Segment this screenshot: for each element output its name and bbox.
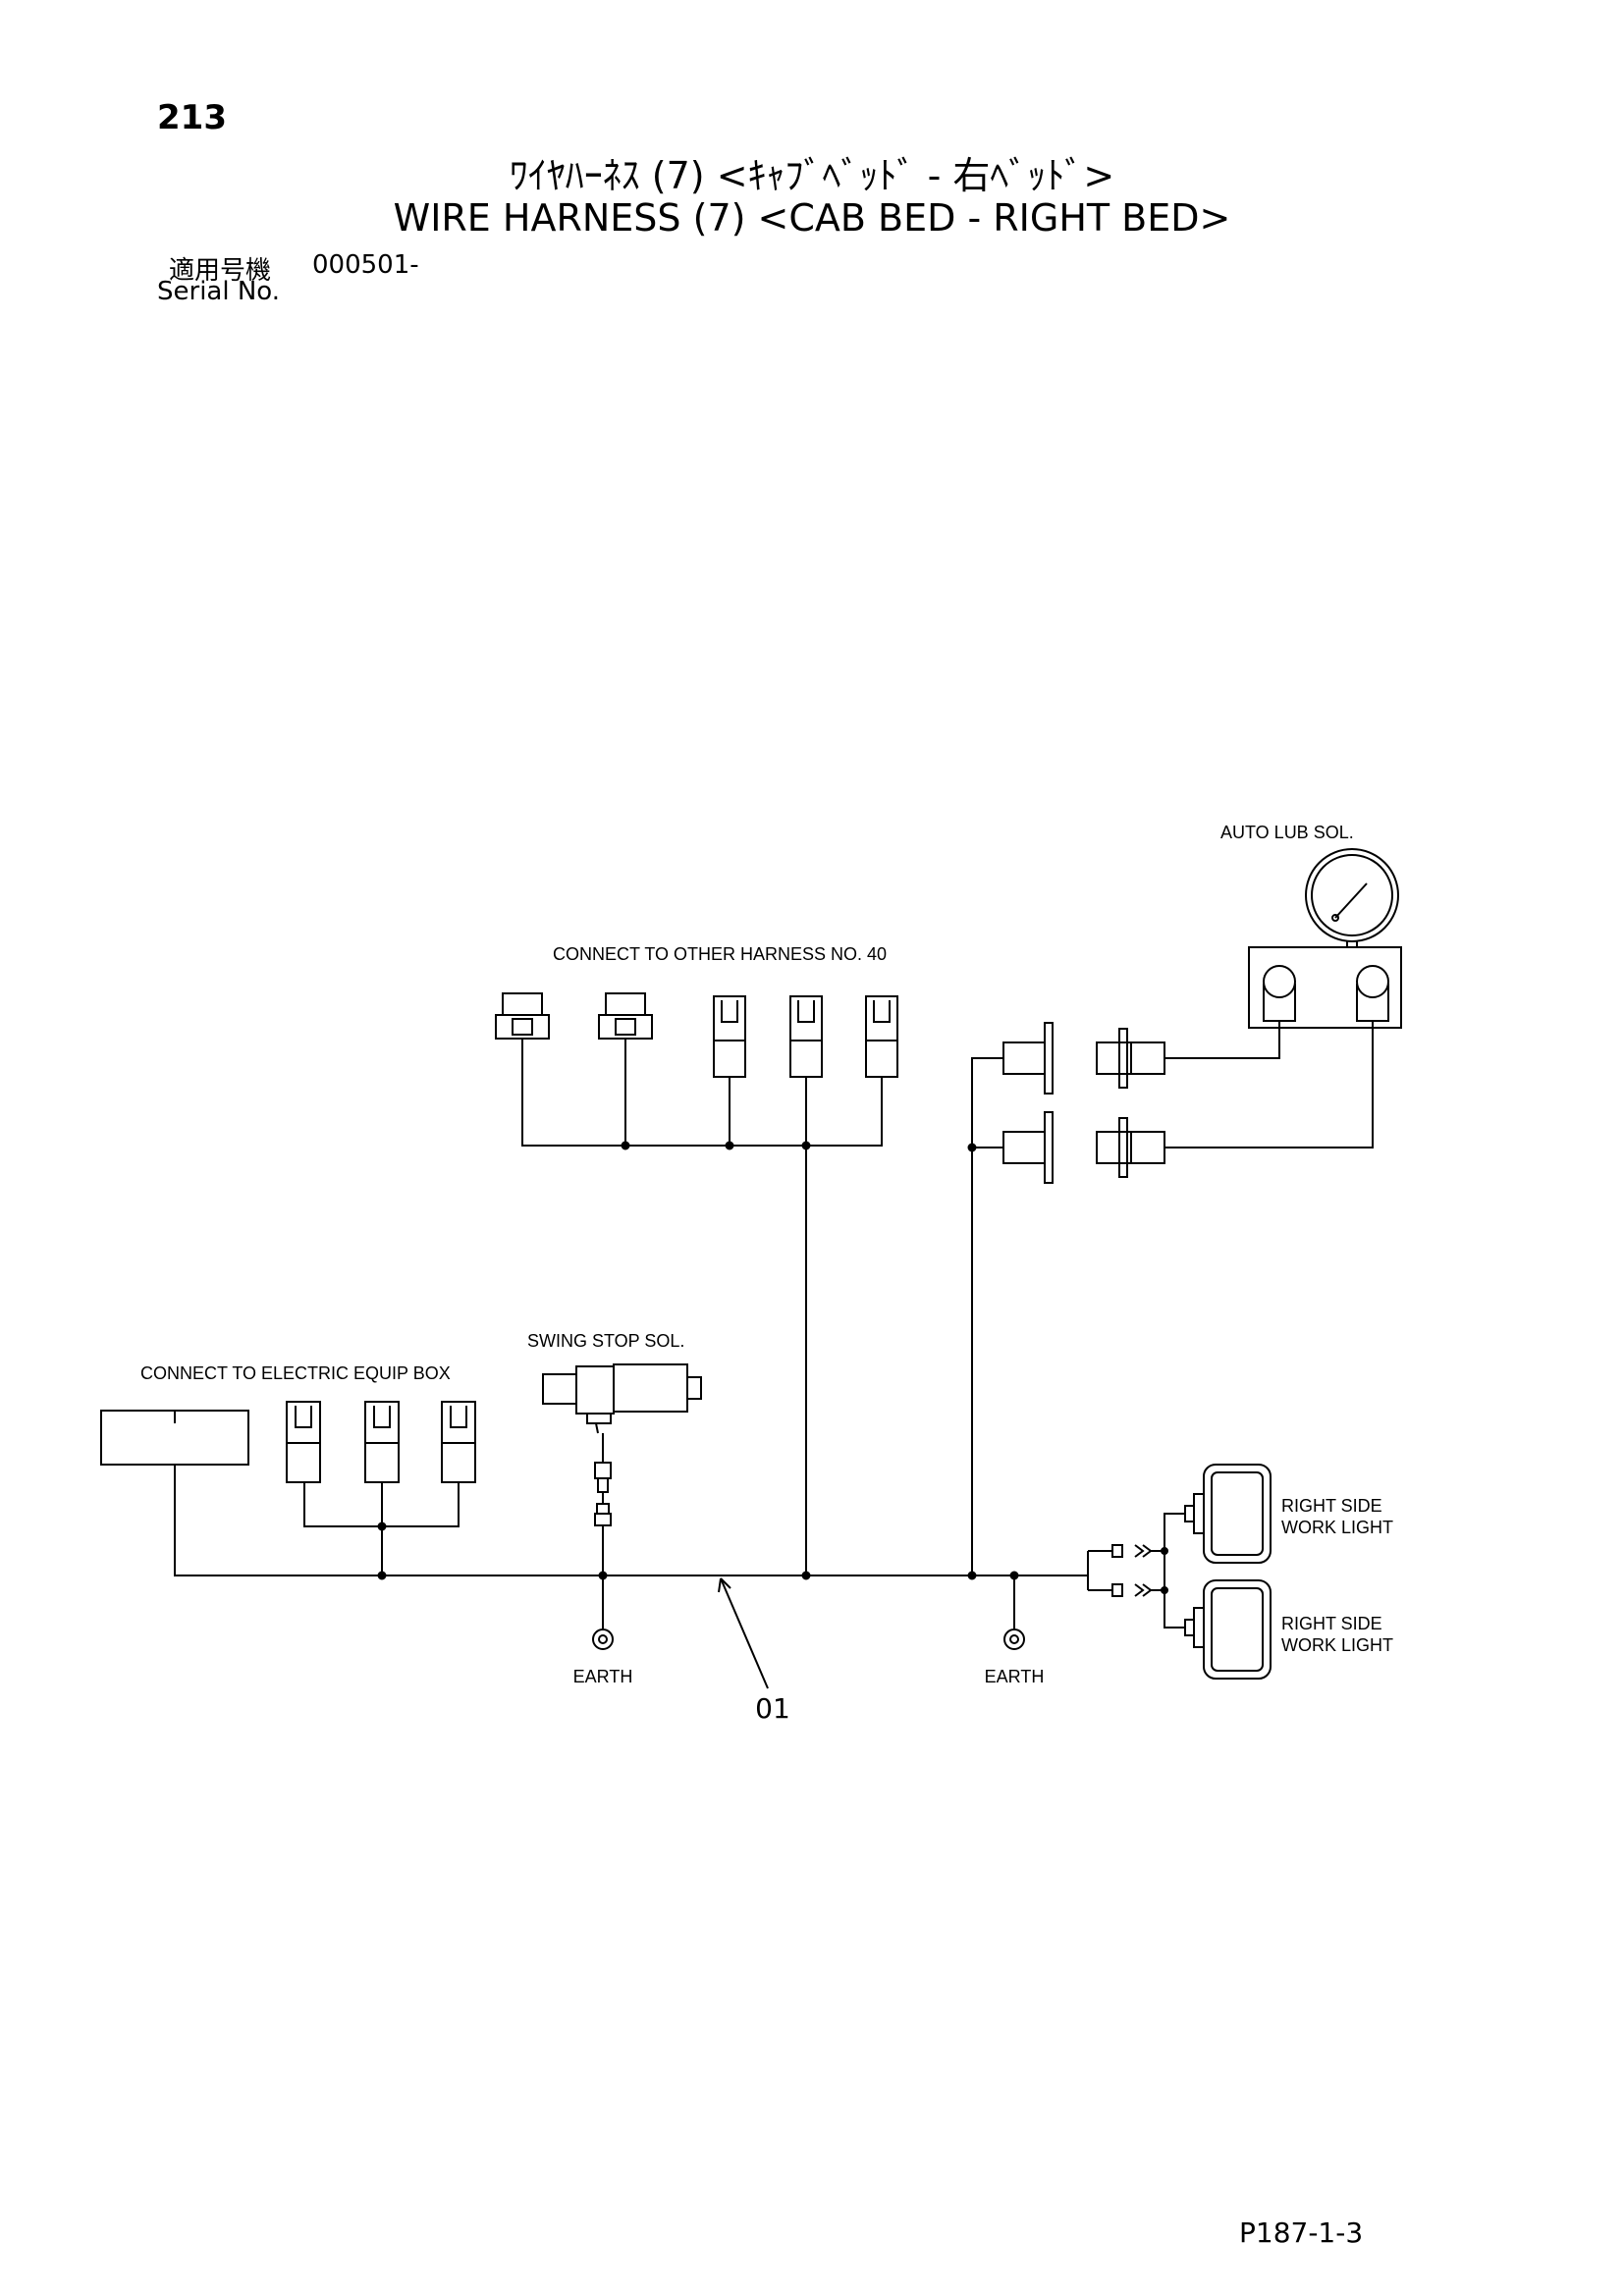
connect-electric-equip-box-label: CONNECT TO ELECTRIC EQUIP BOX (140, 1363, 451, 1383)
lub-connector-lower-left (1002, 1111, 1054, 1184)
electric-equip-box-connector (100, 1410, 249, 1466)
junction-dot (967, 1143, 977, 1152)
junction-dot (1161, 1547, 1168, 1555)
equip-box-plug-2 (364, 1401, 400, 1483)
title-english: WIRE HARNESS (7) <CAB BED - RIGHT BED> (393, 196, 1231, 240)
connect-other-harness-label: CONNECT TO OTHER HARNESS NO. 40 (553, 944, 887, 964)
work-light-connector-upper (1111, 1544, 1153, 1558)
work-light-upper (1184, 1464, 1272, 1564)
swing-stop-solenoid (542, 1363, 702, 1434)
swing-stop-connector (594, 1433, 612, 1575)
harness40-plug-4 (789, 995, 823, 1078)
auto-lub-solenoid-body (1248, 946, 1402, 1029)
lub-solenoid-wires (1164, 1021, 1374, 1148)
junction-dot (377, 1571, 387, 1580)
harness40-wires (521, 1039, 883, 1575)
main-harness-line (174, 1465, 1088, 1576)
part-callout-leader (718, 1577, 769, 1689)
earth-left-label: EARTH (573, 1667, 633, 1686)
serial-number-value: 000501- (312, 250, 419, 280)
junction-dot (1009, 1571, 1019, 1580)
work-light-connector-lower (1111, 1583, 1153, 1597)
equip-box-plug-3 (441, 1401, 476, 1483)
serial-label-english: Serial No. (157, 277, 280, 306)
earth-right-label: EARTH (985, 1667, 1045, 1686)
part-callout-01: 01 (755, 1692, 790, 1725)
harness40-plug-3 (713, 995, 746, 1078)
earth-terminal-right (1003, 1575, 1025, 1650)
junction-dot (801, 1141, 811, 1150)
lub-branch-wires (971, 1057, 1003, 1575)
auto-lub-sol-label: AUTO LUB SOL. (1220, 823, 1354, 842)
auto-lub-gauge (1305, 848, 1399, 947)
junction-dot (801, 1571, 811, 1580)
earth-terminal-left (592, 1575, 614, 1650)
page-number: 213 (157, 98, 227, 137)
equip-box-plug-1 (286, 1401, 321, 1483)
right-side-label-upper: RIGHT SIDE (1281, 1496, 1382, 1516)
lub-connector-upper-left (1002, 1022, 1054, 1095)
work-light-wires (1151, 1513, 1185, 1629)
work-light-fork (1087, 1550, 1112, 1591)
junction-dot (967, 1571, 977, 1580)
work-light-label-upper: WORK LIGHT (1281, 1518, 1393, 1537)
swing-stop-sol-label: SWING STOP SOL. (527, 1331, 684, 1351)
harness40-plug-1 (495, 992, 550, 1040)
right-side-label-lower: RIGHT SIDE (1281, 1614, 1382, 1633)
junction-dot (725, 1141, 734, 1150)
work-light-label-lower: WORK LIGHT (1281, 1635, 1393, 1655)
junction-dot (377, 1522, 387, 1531)
page-reference: P187-1-3 (1239, 2216, 1364, 2249)
lub-connector-lower-right (1096, 1117, 1165, 1178)
junction-dot (621, 1141, 630, 1150)
junction-dot (1161, 1586, 1168, 1594)
serial-label-japanese: 適用号機 (169, 256, 272, 286)
harness40-plug-5 (865, 995, 898, 1078)
work-light-lower (1184, 1579, 1272, 1680)
lub-connector-upper-right (1096, 1028, 1165, 1089)
harness40-plug-2 (598, 992, 653, 1040)
title-japanese: ﾜｲﾔﾊｰﾈｽ (7) <ｷｬﾌﾞﾍﾞｯﾄﾞ - 右ﾍﾞｯﾄﾞ> (509, 154, 1115, 197)
